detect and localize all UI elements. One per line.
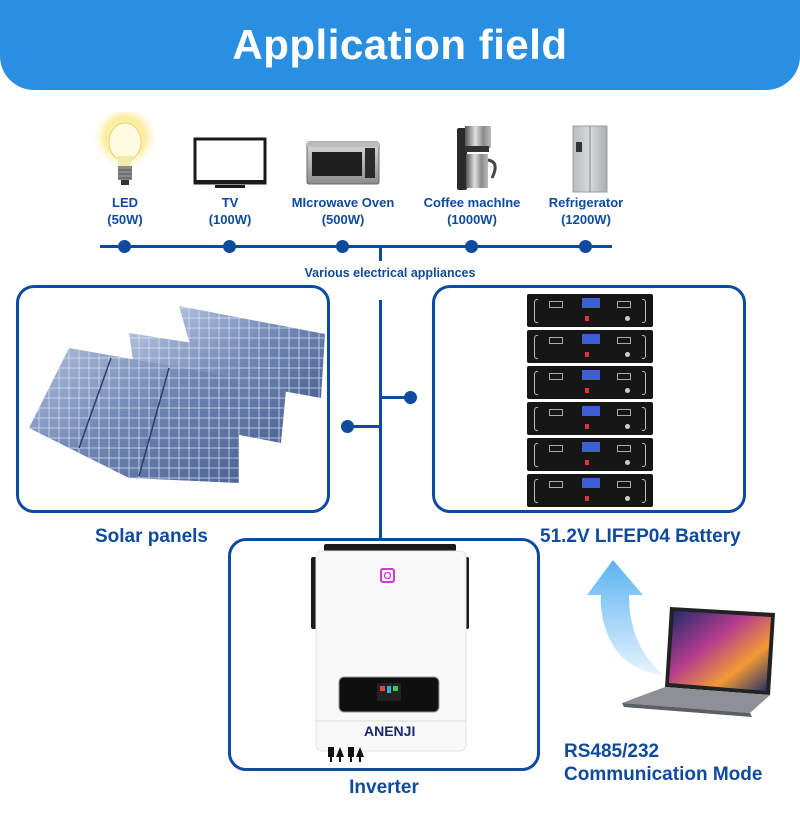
communication-protocol: RS485/232 — [564, 741, 660, 762]
appliance-power: (50W) — [107, 212, 143, 227]
bus-label: Various electrical appliances — [304, 266, 476, 280]
connector-icon — [328, 747, 364, 762]
solar-panel-icon — [29, 306, 325, 483]
tv-icon — [170, 112, 290, 194]
inverter-label: Inverter — [349, 777, 419, 798]
bus-node-refrigerator — [579, 240, 592, 253]
appliance-tv: TV (100W) — [170, 112, 290, 228]
communication-label: RS485/232 Communication Mode — [564, 740, 762, 786]
bus-drop-line — [379, 246, 382, 261]
battery-module — [527, 402, 653, 435]
battery-stack — [527, 294, 653, 510]
appliance-name: Coffee machIne — [423, 195, 521, 210]
solar-panel-frame — [16, 285, 330, 513]
refrigerator-icon — [526, 112, 646, 194]
light-bulb-icon — [65, 110, 185, 194]
appliance-power: (100W) — [208, 212, 252, 227]
battery-module — [527, 438, 653, 471]
battery-module — [527, 330, 653, 363]
battery-module — [527, 474, 653, 507]
main-trunk-line — [379, 300, 382, 540]
header-banner — [0, 0, 800, 90]
bus-node-coffee — [465, 240, 478, 253]
appliance-name: MIcrowave Oven — [291, 195, 395, 210]
bus-node-led — [118, 240, 131, 253]
battery-frame — [432, 285, 746, 513]
appliance-refrigerator: Refrigerator (1200W) — [526, 112, 646, 228]
appliance-name: Refrigerator — [548, 195, 624, 210]
battery-branch-line — [381, 396, 411, 399]
communication-arrow-icon — [587, 560, 663, 675]
inverter-frame: ANENJI — [228, 538, 540, 771]
microwave-icon — [283, 112, 403, 194]
coffee-machine-icon — [412, 112, 532, 194]
appliance-led: LED (50W) — [65, 110, 185, 228]
appliance-microwave: MIcrowave Oven (500W) — [283, 112, 403, 228]
laptop-icon — [622, 607, 775, 717]
battery-module — [527, 366, 653, 399]
solar-panel-label: Solar panels — [95, 526, 208, 547]
solar-node — [341, 420, 354, 433]
appliance-name: TV — [221, 195, 239, 210]
appliance-coffee-machine: Coffee machIne (1000W) — [412, 112, 532, 228]
battery-label: 51.2V LIFEP04 Battery — [540, 526, 741, 547]
appliance-power: (500W) — [321, 212, 365, 227]
bus-node-tv — [223, 240, 236, 253]
appliance-power: (1000W) — [447, 212, 497, 227]
inverter-icon — [311, 544, 469, 752]
appliance-bus-line — [100, 245, 612, 248]
inverter-brand-logo: ANENJI — [364, 723, 416, 739]
battery-node — [404, 391, 417, 404]
bus-node-microwave — [336, 240, 349, 253]
solar-branch-line — [350, 425, 380, 428]
appliance-name: LED — [112, 195, 138, 210]
page-title: Application field — [232, 21, 568, 68]
communication-mode: Communication Mode — [564, 764, 763, 785]
appliance-power: (1200W) — [561, 212, 611, 227]
battery-module — [527, 294, 653, 327]
